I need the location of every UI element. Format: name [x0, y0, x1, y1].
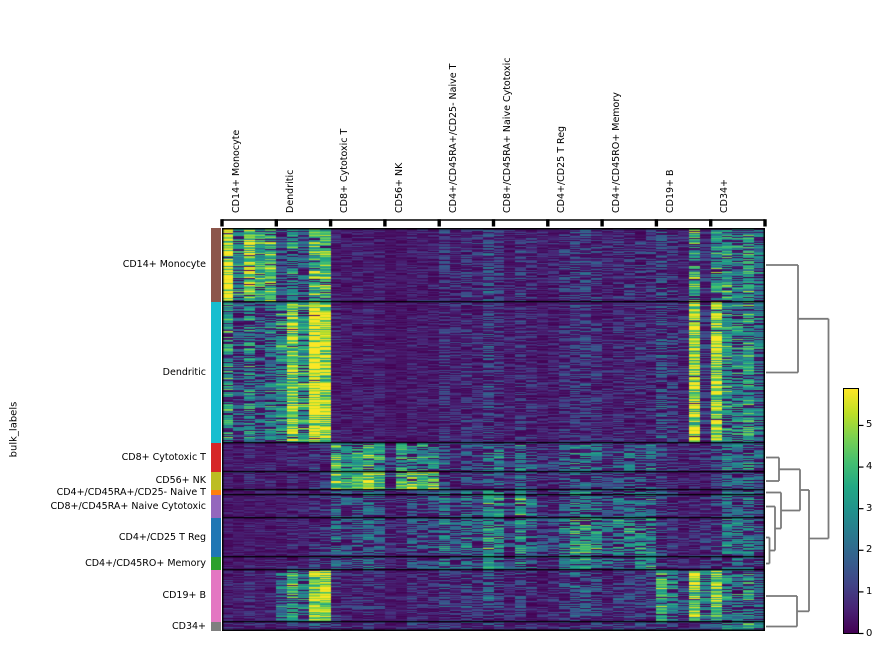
group-annotation-band	[211, 443, 221, 472]
var-group-label: CD56+ NK	[393, 162, 405, 213]
group-annotation-band	[211, 622, 221, 631]
var-group-label: CD14+ Monocyte	[230, 129, 242, 213]
colorbar	[843, 388, 859, 634]
heatmap-canvas	[222, 228, 765, 631]
row-group-label: CD4+/CD45RO+ Memory	[85, 557, 206, 569]
group-annotation-band	[211, 302, 221, 443]
var-group-label: CD8+/CD45RA+ Naive Cytotoxic	[502, 57, 514, 213]
group-annotation-band	[211, 495, 221, 518]
var-group-label: CD4+/CD25 T Reg	[556, 125, 568, 213]
colorbar-tick-label: 4	[866, 461, 873, 473]
row-group-label: CD8+/CD45RA+ Naive Cytotoxic	[50, 500, 206, 512]
var-group-label: CD19+ B	[665, 169, 677, 213]
var-group-label: CD4+/CD45RO+ Memory	[610, 92, 622, 213]
colorbar-tick-label: 2	[866, 544, 873, 556]
group-annotation-band	[211, 518, 221, 557]
row-group-label: CD56+ NK	[155, 475, 206, 486]
group-annotation-band	[211, 472, 221, 490]
colorbar-tick-label: 1	[866, 585, 873, 597]
var-group-label: CD34+	[719, 179, 731, 213]
colorbar-tick-label: 5	[866, 419, 873, 431]
row-group-label: CD4+/CD45RA+/CD25- Naive T	[56, 486, 206, 498]
group-annotation-band	[211, 490, 221, 495]
row-group-label: Dendritic	[162, 366, 206, 378]
row-group-label: CD4+/CD25 T Reg	[118, 531, 206, 543]
group-annotation-band	[211, 570, 221, 622]
row-group-label: CD8+ Cytotoxic T	[121, 451, 206, 463]
row-group-label: CD19+ B	[162, 590, 206, 601]
row-group-label: CD14+ Monocyte	[122, 259, 206, 270]
y-axis-label: bulk_labels	[8, 401, 20, 458]
group-annotation-band	[211, 557, 221, 570]
var-group-label: CD8+ Cytotoxic T	[339, 128, 351, 213]
colorbar-tick-label: 0	[866, 627, 873, 639]
var-group-label: Dendritic	[284, 169, 296, 213]
colorbar-tick-label: 3	[866, 502, 873, 514]
row-group-label: CD34+	[172, 620, 206, 632]
group-annotation-band	[211, 228, 221, 302]
var-group-label: CD4+/CD45RA+/CD25- Naive T	[447, 63, 459, 213]
